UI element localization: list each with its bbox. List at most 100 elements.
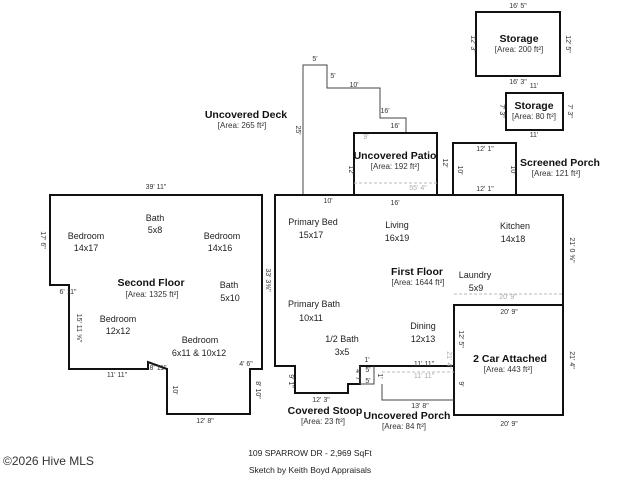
dimension-label: 4' 6": [239, 361, 253, 368]
dimension-label: 10': [456, 165, 463, 174]
room-size: 5x10: [220, 293, 240, 303]
dimension-label: 6' 11": [60, 289, 77, 296]
dimension-label: 7' 3": [498, 104, 505, 118]
dimension-label: 12' 3": [469, 35, 476, 53]
dimension-label: 16': [380, 108, 389, 115]
room-size: 5x9: [469, 283, 484, 293]
dimension-label: 10': [509, 165, 516, 174]
second-floor-area: [Area: 1325 ft²]: [126, 290, 179, 299]
covered-stoop-title: Covered Stoop: [288, 405, 363, 417]
dimension-label: 20' 9": [499, 294, 517, 301]
dimension-label: 1': [376, 373, 383, 378]
dimension-label: 39' 11": [146, 184, 167, 191]
room-size: 16x19: [385, 233, 410, 243]
uncovered-porch-title: Uncovered Porch: [364, 410, 451, 422]
room-name: Bedroom: [182, 335, 219, 345]
room-name: Bedroom: [100, 314, 137, 324]
dimension-label: 7' 3": [566, 104, 573, 118]
storage-small-outline: [505, 92, 564, 131]
first-floor-area: [Area: 1644 ft²]: [392, 278, 445, 287]
dimension-label: 11': [530, 83, 539, 90]
dimension-label: 5': [365, 367, 370, 374]
room-name: 1/2 Bath: [325, 334, 359, 344]
hive-mls-watermark: ©2026 Hive MLS: [3, 454, 94, 468]
garage-title: 2 Car Attached: [473, 353, 547, 365]
uncovered-deck-title: Uncovered Deck: [205, 109, 287, 121]
dimension-label: 12' 1": [476, 146, 494, 153]
dimension-label: 8' 10": [254, 381, 261, 399]
dimension-label: 20' 9": [500, 309, 518, 316]
uncovered-deck-outline: [302, 64, 407, 195]
dimension-label: 10': [349, 82, 358, 89]
dimension-label: 11' 11": [414, 361, 435, 368]
dimension-label: 11' 11": [414, 373, 435, 380]
dimension-label: 12' 5": [564, 35, 571, 53]
garage-area: [Area: 443 ft²]: [484, 365, 532, 374]
dimension-label: 1': [364, 357, 369, 364]
dimension-label: 21' 4": [445, 351, 452, 369]
storage-80-title: Storage: [514, 100, 553, 112]
dimension-label: 20' 9": [500, 421, 518, 428]
room-size: 6x11 & 10x12: [172, 348, 226, 358]
room-name: Bedroom: [204, 231, 241, 241]
screened-porch-title: Screened Porch: [520, 157, 600, 169]
room-name: Dining: [410, 321, 436, 331]
dimension-label: 12' 3": [312, 397, 330, 404]
room-size: 3x5: [335, 347, 350, 357]
second-floor-outline: [49, 194, 263, 415]
uncovered-porch-area: [Area: 84 ft²]: [382, 422, 426, 431]
second-floor-title: Second Floor: [117, 277, 184, 289]
uncovered-porch-outline: [381, 384, 454, 401]
dimension-label: 16': [390, 200, 399, 207]
dimension-label: 12' 1": [476, 186, 494, 193]
storage-large-outline: [475, 11, 561, 77]
storage-200-title: Storage: [499, 33, 538, 45]
room-name: Primary Bed: [288, 217, 338, 227]
screened-porch-outline: [452, 142, 517, 195]
sketch-credit: Sketch by Keith Boyd Appraisals: [249, 465, 371, 475]
room-size: 14x17: [74, 243, 99, 253]
room-size: 12x13: [411, 334, 436, 344]
dimension-label: 25': [294, 125, 301, 134]
uncovered-patio-title: Uncovered Patio: [354, 150, 437, 162]
storage-80-area: [Area: 80 ft²]: [512, 112, 556, 121]
room-size: 15x17: [299, 230, 324, 240]
dimension-label: 21' 4": [568, 351, 575, 369]
dimension-label: 11' 11": [107, 372, 128, 379]
dimension-label: 16' 3": [509, 79, 527, 86]
dimension-label: 4' 7": [354, 369, 361, 383]
room-size: 10x11: [299, 313, 323, 323]
dimension-label: 16' 5": [509, 3, 527, 10]
dimension-label: 5': [365, 378, 370, 385]
room-size: 14x16: [208, 243, 233, 253]
dimension-label: 9' 1": [287, 374, 294, 388]
dimension-label: 17' 6": [39, 231, 46, 249]
room-name: Bedroom: [68, 231, 105, 241]
room-name: Bath: [146, 213, 165, 223]
dimension-label: 16': [390, 123, 399, 130]
dimension-label: 12': [441, 158, 448, 167]
first-floor-title: First Floor: [391, 266, 443, 278]
dimension-label: 5': [312, 56, 317, 63]
dimension-label: 10': [171, 385, 178, 394]
dimension-label: 12' 8": [196, 418, 214, 425]
dimension-label: 9': [457, 381, 464, 386]
screened-porch-area: [Area: 121 ft²]: [532, 169, 580, 178]
dimension-label: 15' 11 ⅝": [75, 314, 82, 343]
room-name: Living: [385, 220, 409, 230]
room-size: 12x12: [106, 326, 131, 336]
dimension-label: 11': [530, 132, 539, 139]
storage-200-area: [Area: 200 ft²]: [495, 45, 543, 54]
dimension-label: 33' 3⅜": [264, 268, 271, 292]
room-name: Laundry: [459, 270, 492, 280]
dimension-label: 21' 0 ⅝": [568, 237, 575, 263]
uncovered-patio-outline: [353, 132, 438, 195]
garage-outline: [453, 304, 564, 416]
dimension-label: 13' 8": [411, 403, 429, 410]
room-name: Primary Bath: [288, 299, 340, 309]
room-name: Kitchen: [500, 221, 530, 231]
address-caption: 109 SPARROW DR - 2,969 SqFt: [248, 448, 372, 458]
room-name: Bath: [220, 280, 239, 290]
uncovered-deck-area: [Area: 265 ft²]: [218, 121, 266, 130]
